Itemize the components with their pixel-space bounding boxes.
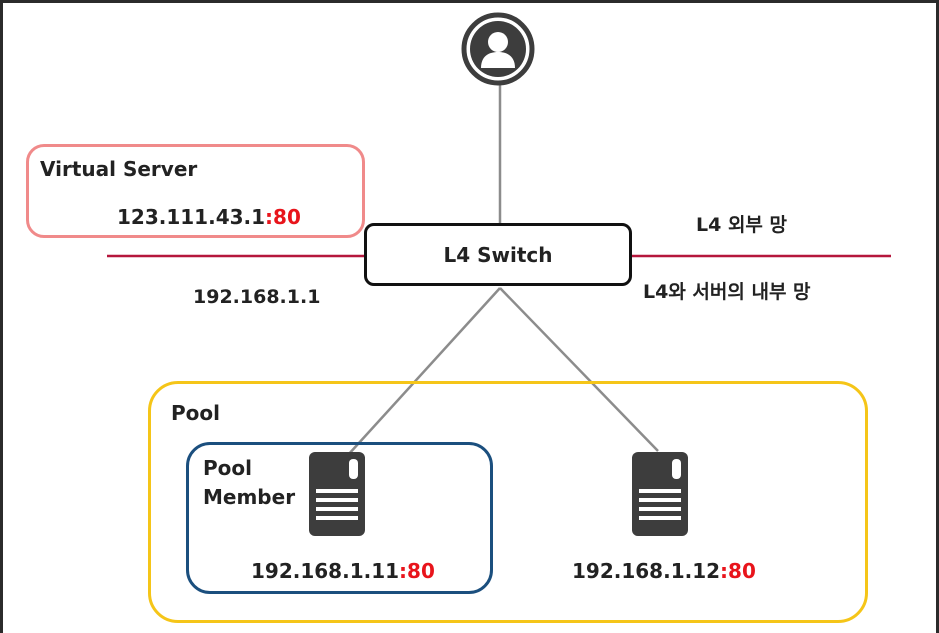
pool-member-box: Pool Member 192.168.1.11:80 (186, 442, 493, 594)
l4-switch-label: L4 Switch (443, 243, 553, 267)
virtual-server-title: Virtual Server (40, 157, 198, 181)
server2-address: 192.168.1.12:80 (572, 561, 756, 581)
server-icon (632, 452, 688, 536)
pool-member-label-line1: Pool (203, 456, 252, 480)
network-diagram: Virtual Server 123.111.43.1:80 L4 Switch… (3, 3, 936, 633)
switch-to-server2-link (499, 287, 659, 452)
server1-port: :80 (399, 559, 435, 583)
server1-ip: 192.168.1.11 (251, 559, 400, 583)
l4-switch-box: L4 Switch (364, 223, 632, 286)
internal-network-label: L4와 서버의 내부 망 (643, 281, 811, 303)
virtual-server-port: :80 (265, 205, 301, 229)
switch-ip: 192.168.1.1 (193, 286, 321, 308)
switch-to-server1-link (347, 287, 501, 456)
user-icon (461, 12, 535, 86)
server-icon (309, 452, 365, 536)
server2-ip: 192.168.1.12 (572, 559, 721, 583)
virtual-server-address: 123.111.43.1:80 (117, 207, 301, 227)
server1-address: 192.168.1.11:80 (251, 561, 435, 581)
pool-label: Pool (171, 401, 220, 425)
pool-box: Pool (148, 381, 868, 623)
server2-port: :80 (720, 559, 756, 583)
virtual-server-box: Virtual Server 123.111.43.1:80 (26, 144, 365, 238)
pool-member-label-line2: Member (203, 485, 296, 509)
external-network-label: L4 외부 망 (696, 214, 787, 236)
virtual-server-ip: 123.111.43.1 (117, 205, 266, 229)
